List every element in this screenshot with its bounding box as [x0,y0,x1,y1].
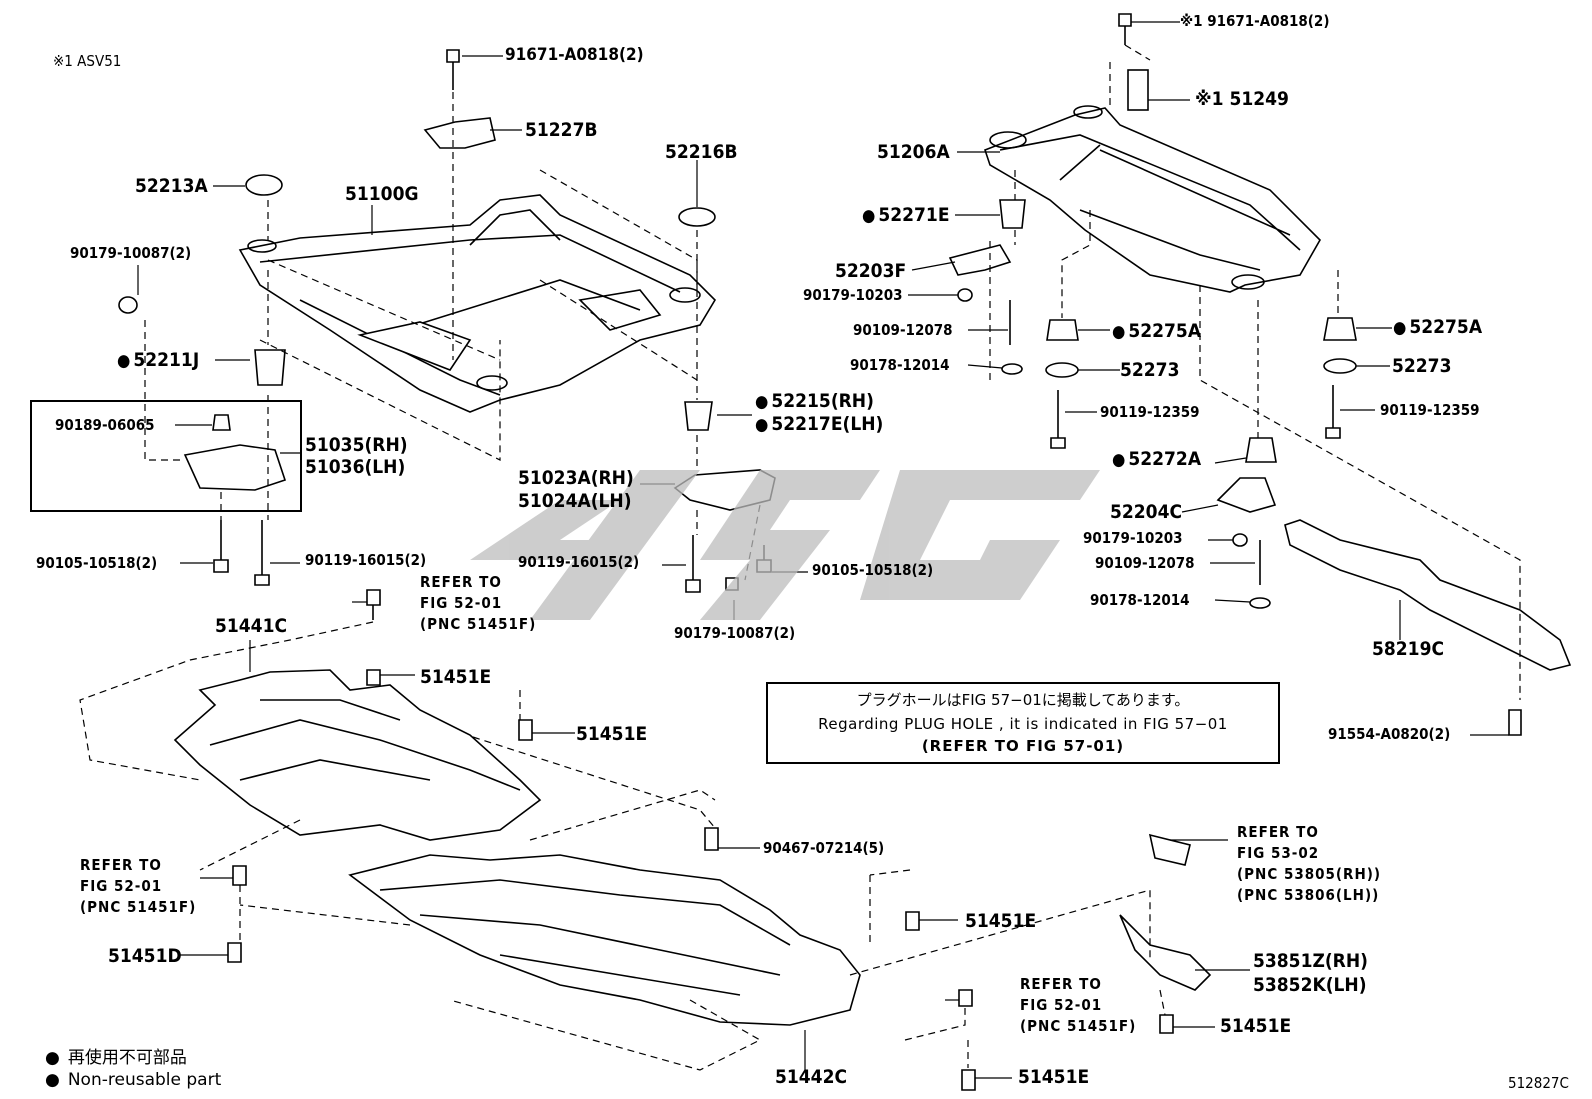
part-label-90179-10087-a[interactable]: 90179-10087(2) [70,244,192,262]
part-label-51451e-4[interactable]: 51451E [1220,1015,1292,1037]
part-label-51206a[interactable]: 51206A [877,141,950,163]
figure-code: 512827C [1508,1074,1569,1092]
cushion-52275a-1 [1046,319,1079,341]
refer-note-2[interactable]: REFER TO FIG 52-01 (PNC 51451F) [80,856,197,916]
washer-52273-2 [1323,358,1357,374]
part-label-52271e[interactable]: 52271E [862,206,949,225]
washer-90178-b [1249,597,1271,609]
part-label-51442c[interactable]: 51442C [775,1066,848,1088]
part-label-90109-12078-b[interactable]: 90109-12078 [1095,554,1195,572]
part-label-90119-16015-b[interactable]: 90119-16015(2) [518,553,640,571]
part-label-52275a-1[interactable]: 52275A [1112,322,1201,341]
legend-en: Non-reusable part [45,1070,221,1090]
nut-90179-c [957,288,973,302]
part-label-52215[interactable]: 52215(RH) [755,392,874,411]
part-label-51451e-5[interactable]: 51451E [1018,1066,1090,1088]
cushion-52211j [254,349,286,386]
cushion-52216b [678,207,716,227]
part-label-52272a[interactable]: 52272A [1112,450,1201,469]
part-label-52204c[interactable]: 52204C [1110,501,1183,523]
part-label-52217e[interactable]: 52217E(LH) [755,415,883,434]
part-label-51451d[interactable]: 51451D [108,945,182,967]
part-label-90178-12014-b[interactable]: 90178-12014 [1090,591,1190,609]
part-label-90467-07214[interactable]: 90467-07214(5) [763,839,885,857]
reinforcement-plate [183,444,287,491]
bracket-53805 [1148,833,1191,866]
part-label-51024a[interactable]: 51024A(LH) [518,490,632,512]
nut-90179-d [1232,533,1248,547]
bracket-53851z [1119,914,1212,991]
bracket-52203f [948,244,1012,276]
part-label-52213a[interactable]: 52213A [135,175,208,197]
leader-lines [137,21,1509,1079]
rear-suspension-crossmember [984,105,1321,293]
watermark-logo [470,470,1100,620]
part-label-51451e-3[interactable]: 51451E [965,910,1037,932]
part-label-90119-16015-a[interactable]: 90119-16015(2) [305,551,427,569]
part-label-91671-a0818-asv51[interactable]: ※1 91671-A0818(2) [1180,12,1330,30]
cushion-52215 [684,401,713,431]
rear-member-brace [1284,519,1572,671]
part-label-51441c[interactable]: 51441C [215,615,288,637]
part-label-52275a-2[interactable]: 52275A [1393,318,1482,337]
part-label-51035[interactable]: 51035(RH) [305,434,408,456]
part-label-51023a[interactable]: 51023A(RH) [518,467,634,489]
plug-note-en: Regarding PLUG HOLE , it is indicated in… [818,715,1228,733]
reinforcement-group-frame [30,400,302,512]
part-label-58219c[interactable]: 58219C [1372,638,1445,660]
cushion-52272a [1245,437,1277,463]
part-label-51036[interactable]: 51036(LH) [305,456,406,478]
part-label-91671-a0818[interactable]: 91671-A0818(2) [505,45,644,65]
part-label-51451e-1[interactable]: 51451E [420,666,492,688]
engine-under-cover-rear [348,854,861,1026]
part-label-90189-06065[interactable]: 90189-06065 [55,416,155,434]
engine-under-cover-front [173,669,542,841]
part-label-52273-2[interactable]: 52273 [1392,355,1452,377]
part-label-53852k[interactable]: 53852K(LH) [1253,974,1367,996]
part-label-52216b[interactable]: 52216B [665,141,738,163]
part-label-90179-10203-a[interactable]: 90179-10203 [803,286,903,304]
dashed-lines [79,44,1521,1071]
stopper-51249 [1127,69,1149,111]
nut-90179-a [118,296,138,314]
part-label-52211j[interactable]: 52211J [117,351,199,370]
part-label-51227b[interactable]: 51227B [525,119,598,141]
cushion-52213a [245,174,283,196]
plug-hole-note: プラグホールはFIG 57−01に掲載してあります。 Regarding PLU… [766,682,1280,764]
legend-jp: 再使用不可部品 [45,1043,187,1068]
model-note: ※1 ASV51 [53,52,122,70]
part-label-91554-a0820[interactable]: 91554-A0820(2) [1328,725,1451,743]
cushion-52275a-2 [1323,317,1357,341]
refer-note-4[interactable]: REFER TO FIG 53-02 (PNC 53805(RH)) (PNC … [1237,823,1382,904]
bracket-51227b [423,117,496,149]
cushion-52271e [999,199,1026,229]
refer-note-3[interactable]: REFER TO FIG 52-01 (PNC 51451F) [1020,975,1137,1035]
part-label-52273-1[interactable]: 52273 [1120,359,1180,381]
bolts [213,13,1522,1091]
part-label-51100g[interactable]: 51100G [345,183,419,205]
plug-note-ref[interactable]: (REFER TO FIG 57-01) [921,737,1125,755]
part-label-52203f[interactable]: 52203F [835,260,907,282]
part-label-90105-10518-a[interactable]: 90105-10518(2) [36,554,158,572]
part-label-90179-10203-b[interactable]: 90179-10203 [1083,529,1183,547]
part-label-51249[interactable]: ※1 51249 [1195,88,1289,110]
part-label-51451e-2[interactable]: 51451E [576,723,648,745]
part-label-90179-10087-b[interactable]: 90179-10087(2) [674,624,796,642]
front-suspension-crossmember [238,194,717,413]
part-label-90109-12078-a[interactable]: 90109-12078 [853,321,953,339]
bracket-52204c [1216,477,1277,513]
washer-52273-1 [1045,362,1079,378]
washer-90178-a [1001,363,1023,375]
part-label-90119-12359-a[interactable]: 90119-12359 [1100,403,1200,421]
part-label-53851z[interactable]: 53851Z(RH) [1253,950,1368,972]
part-label-90119-12359-b[interactable]: 90119-12359 [1380,401,1480,419]
part-label-90178-12014-a[interactable]: 90178-12014 [850,356,950,374]
plug-note-jp: プラグホールはFIG 57−01に掲載してあります。 [856,691,1190,709]
refer-note-1[interactable]: REFER TO FIG 52-01 (PNC 51451F) [420,573,537,633]
part-label-90105-10518-b[interactable]: 90105-10518(2) [812,561,934,579]
nut-90189 [212,414,231,431]
